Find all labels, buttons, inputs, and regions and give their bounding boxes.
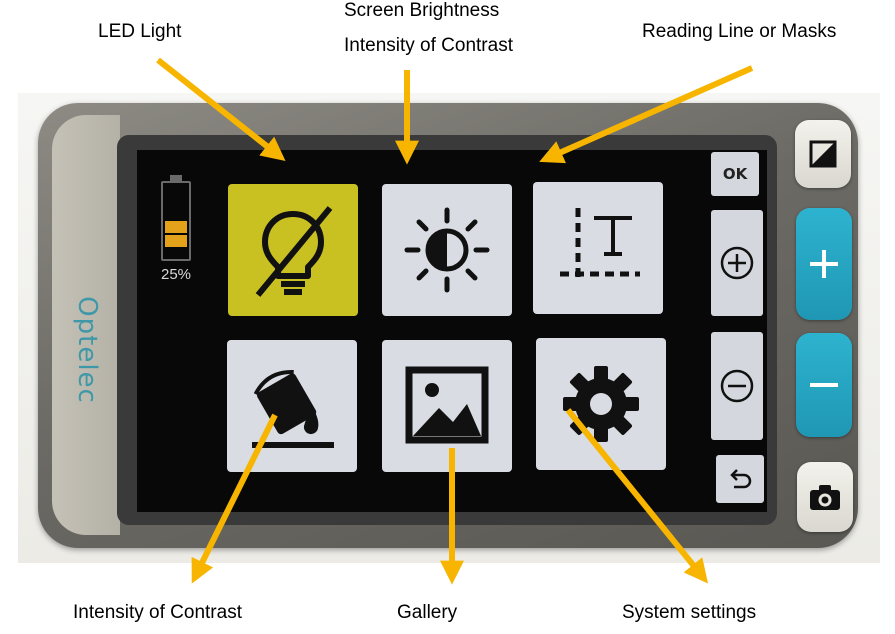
label-gallery: Gallery — [397, 602, 458, 623]
image-gallery-icon — [405, 366, 489, 444]
arrow-settings — [565, 408, 709, 584]
return-arrow-icon — [730, 469, 752, 489]
circle-minus-icon — [720, 369, 754, 403]
label-intensity-contrast-top: Intensity of Contrast — [344, 35, 513, 56]
circle-plus-icon — [720, 246, 754, 280]
back-button[interactable] — [716, 455, 764, 503]
label-system-settings: System settings — [622, 602, 757, 623]
label-led-light: LED Light — [98, 21, 182, 42]
tile-brightness[interactable] — [382, 184, 512, 316]
hardware-mode-button[interactable] — [795, 120, 851, 188]
ok-button[interactable]: OK — [711, 152, 759, 196]
gear-icon — [563, 366, 639, 442]
ok-label: OK — [722, 165, 748, 183]
device-grip-panel — [52, 115, 120, 535]
tile-led-light[interactable] — [228, 184, 358, 316]
zoom-in-button[interactable] — [711, 210, 763, 316]
hardware-camera-button[interactable] — [797, 462, 853, 532]
arrow-reading-line — [539, 65, 754, 164]
reading-line-mask-icon — [560, 208, 640, 283]
label-reading-line: Reading Line or Masks — [642, 21, 837, 42]
contrast-mode-icon — [809, 140, 837, 168]
hardware-plus-button[interactable] — [796, 208, 852, 320]
camera-icon — [810, 485, 840, 510]
hardware-minus-button[interactable] — [796, 333, 852, 437]
label-screen-brightness: Screen Brightness — [344, 0, 500, 21]
minus-icon — [810, 383, 838, 387]
battery-percent: 25% — [160, 266, 192, 283]
arrow-contrast — [191, 413, 278, 584]
battery-icon — [159, 175, 193, 261]
plus-icon — [810, 250, 838, 278]
tile-gallery[interactable] — [382, 340, 512, 472]
arrow-led-light — [156, 57, 286, 161]
zoom-out-button[interactable] — [711, 332, 763, 440]
tile-reading-line[interactable] — [533, 182, 663, 314]
led-light-off-icon — [255, 206, 333, 297]
label-intensity-contrast-bottom: Intensity of Contrast — [73, 602, 242, 623]
brightness-contrast-icon — [404, 207, 490, 293]
